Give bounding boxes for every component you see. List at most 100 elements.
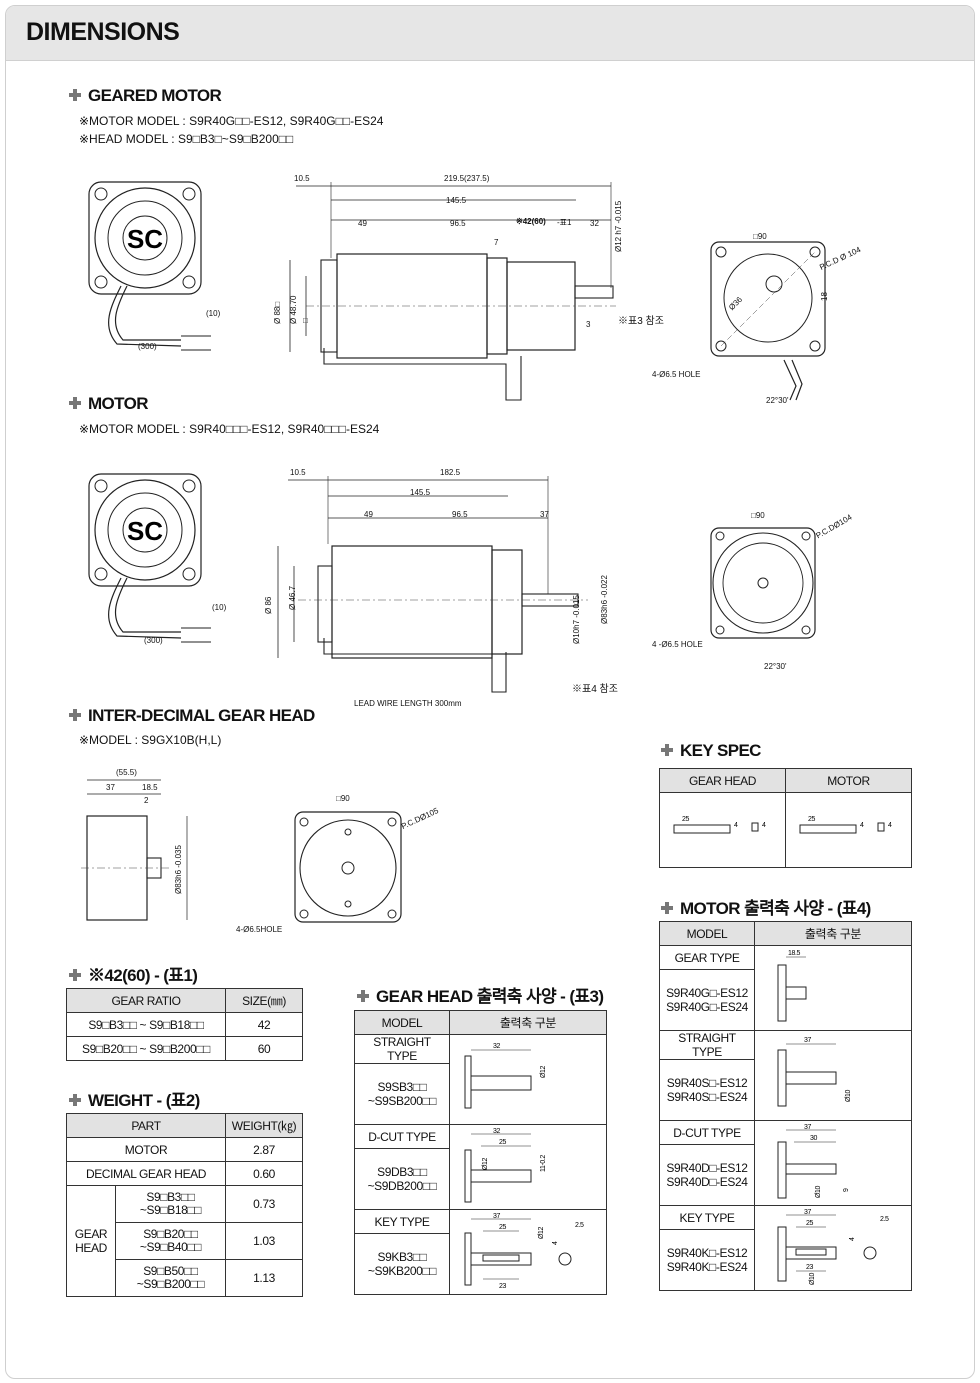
dim-label: Ø83h6 -0.022 <box>600 575 609 624</box>
table-row: S9DB3□□~S9DB200□□ <box>354 1148 607 1210</box>
table-row: STRAIGHT TYPE 37 Ø10 <box>659 1030 912 1121</box>
dim-label: 9 <box>843 1188 850 1192</box>
table3-heading: GEAR HEAD 출력축 사양 - (표3) <box>357 982 604 1007</box>
motor-end-view <box>710 527 816 639</box>
shaft-drawing-cell: 37 25 23 Ø10 4 2.5 <box>754 1205 912 1291</box>
table2-heading: WEIGHT - (표2) <box>69 1086 200 1111</box>
dim-label: Ø10h7 -0.015 <box>572 595 581 644</box>
table-cell: S9DB3□□~S9DB200□□ <box>354 1148 450 1210</box>
motor-heading: MOTOR <box>69 394 149 414</box>
dim-label: 11-0.2 <box>540 1154 547 1171</box>
table4-col-model: MODEL <box>659 921 755 946</box>
geared-motor-end-view <box>710 241 826 357</box>
table3-heading-text: GEAR HEAD 출력축 사양 - (표3) <box>376 987 604 1006</box>
table3-col-shaft: 출력축 구분 <box>449 1010 607 1035</box>
dim-label: Ø12 <box>482 1157 489 1170</box>
geared-motor-front-view: SC <box>88 181 211 351</box>
dim-label: 37 <box>540 510 549 519</box>
dim-label: 18.5 <box>788 950 801 957</box>
dim-label: 96.5 <box>450 219 466 228</box>
cell-line: S9KB3□□ <box>377 1250 427 1264</box>
d-cut-shaft-drawing: 32 25 Ø12 11-0.2 <box>464 1128 547 1202</box>
dim-label: 32 <box>590 219 599 228</box>
dim-label: 23 <box>806 1264 813 1271</box>
shaft-type-label: KEY TYPE <box>354 1209 450 1234</box>
table-cell: 1.13 <box>225 1259 303 1297</box>
table3-col-model: MODEL <box>354 1010 450 1035</box>
dim-label: Ø 46.7 <box>288 585 297 610</box>
key-shaft-drawing: 37 25 23 Ø12 4 2.5 <box>464 1213 584 1290</box>
table-row: S9KB3□□~S9KB200□□ <box>354 1233 607 1295</box>
key-spec-gear-head-cell: 25 4 4 <box>659 792 786 868</box>
inter-head-heading: INTER-DECIMAL GEAR HEAD <box>69 706 315 726</box>
dim-label: 145.5 <box>446 196 467 205</box>
dim-label: Ø10 <box>809 1272 816 1285</box>
dim-label: 25 <box>806 1220 813 1227</box>
table-cell: 42 <box>225 1012 303 1037</box>
dim-label: 49 <box>364 510 373 519</box>
page-header: DIMENSIONS <box>6 6 974 61</box>
table4-col-shaft: 출력축 구분 <box>754 921 912 946</box>
shaft-drawing-cell: 37 30 Ø10 9 <box>754 1120 912 1206</box>
dim-label: 2 <box>144 796 149 805</box>
geared-motor-model: ※MOTOR MODEL : S9R40G□□-ES12, S9R40G□□-E… <box>79 114 384 128</box>
table1-col-ratio: GEAR RATIO <box>66 988 226 1013</box>
dim-label: 49 <box>358 219 367 228</box>
cell-line: S9R40G□-ES12 <box>666 986 748 1000</box>
shaft-drawing-cell: 32 25 Ø12 11-0.2 <box>449 1124 607 1210</box>
dim-label: 96.5 <box>452 510 468 519</box>
table-cell: 60 <box>225 1036 303 1061</box>
key-spec-col-gear-head: GEAR HEAD <box>659 768 786 793</box>
table2-col-part: PART <box>66 1113 226 1138</box>
table-row: STRAIGHT TYPE 32 Ø12 <box>354 1034 607 1125</box>
dim-label: 2.5 <box>575 1222 584 1229</box>
plus-icon <box>69 969 81 981</box>
dim-label: □90 <box>751 511 765 520</box>
dim-label: ※42(60) <box>516 217 546 226</box>
cell-line: S9R40S□-ES12 <box>666 1076 748 1090</box>
dim-label: 37 <box>804 1124 811 1131</box>
cell-line: S9SB3□□ <box>377 1080 427 1094</box>
dim-label: LEAD WIRE LENGTH 300mm <box>354 699 462 708</box>
dim-label: 37 <box>493 1213 500 1220</box>
cell-line: S9R40S□-ES24 <box>666 1090 748 1104</box>
table1-heading-text: ※42(60) - (표1) <box>88 966 198 985</box>
motor-side-view <box>277 476 588 693</box>
cell-line: S9DB3□□ <box>377 1165 427 1179</box>
shaft-type-label: KEY TYPE <box>659 1205 755 1230</box>
table-row: S9□B50□□~S9□B200□□ 1.13 <box>67 1259 303 1297</box>
dim-label: 7 <box>494 238 499 247</box>
plus-icon <box>357 990 369 1002</box>
dim-label: 4 -Ø6.5 HOLE <box>652 640 703 649</box>
cell-line: ~S9DB200□□ <box>367 1179 437 1193</box>
table-cell: S9□B50□□~S9□B200□□ <box>115 1259 226 1297</box>
dim-label: Ø 48.70 <box>289 295 298 324</box>
key-spec-heading-text: KEY SPEC <box>680 741 761 760</box>
table-row: KEY TYPE 37 25 23 Ø10 4 2.5 <box>659 1205 912 1291</box>
table-cell: 0.73 <box>225 1185 303 1223</box>
key-spec-motor-cell: 25 4 4 <box>785 792 912 868</box>
table-row: D-CUT TYPE 37 30 Ø10 9 <box>659 1120 912 1206</box>
dim-label: 25 <box>499 1224 506 1231</box>
dim-label: (10) <box>206 309 221 318</box>
key-m-length: 25 <box>808 816 815 823</box>
table-cell: 0.60 <box>225 1161 303 1186</box>
dim-label: □90 <box>753 232 767 241</box>
dim-label: 37 <box>106 783 115 792</box>
table4-heading-text: MOTOR 출력축 사양 - (표4) <box>680 899 871 918</box>
inter-head-end-view <box>294 811 402 923</box>
table-cell: 2.87 <box>225 1137 303 1162</box>
cell-line: ~S9□B40□□ <box>139 1240 202 1254</box>
plus-icon <box>69 709 81 721</box>
dim-label: 37 <box>804 1037 811 1044</box>
dim-label: ※표4 참조 <box>572 684 618 695</box>
gear-shaft-drawing: 18.5 <box>777 950 807 1021</box>
dim-label: 182.5 <box>440 468 461 477</box>
motor-heading-text: MOTOR <box>88 394 149 413</box>
plus-icon <box>69 397 81 409</box>
